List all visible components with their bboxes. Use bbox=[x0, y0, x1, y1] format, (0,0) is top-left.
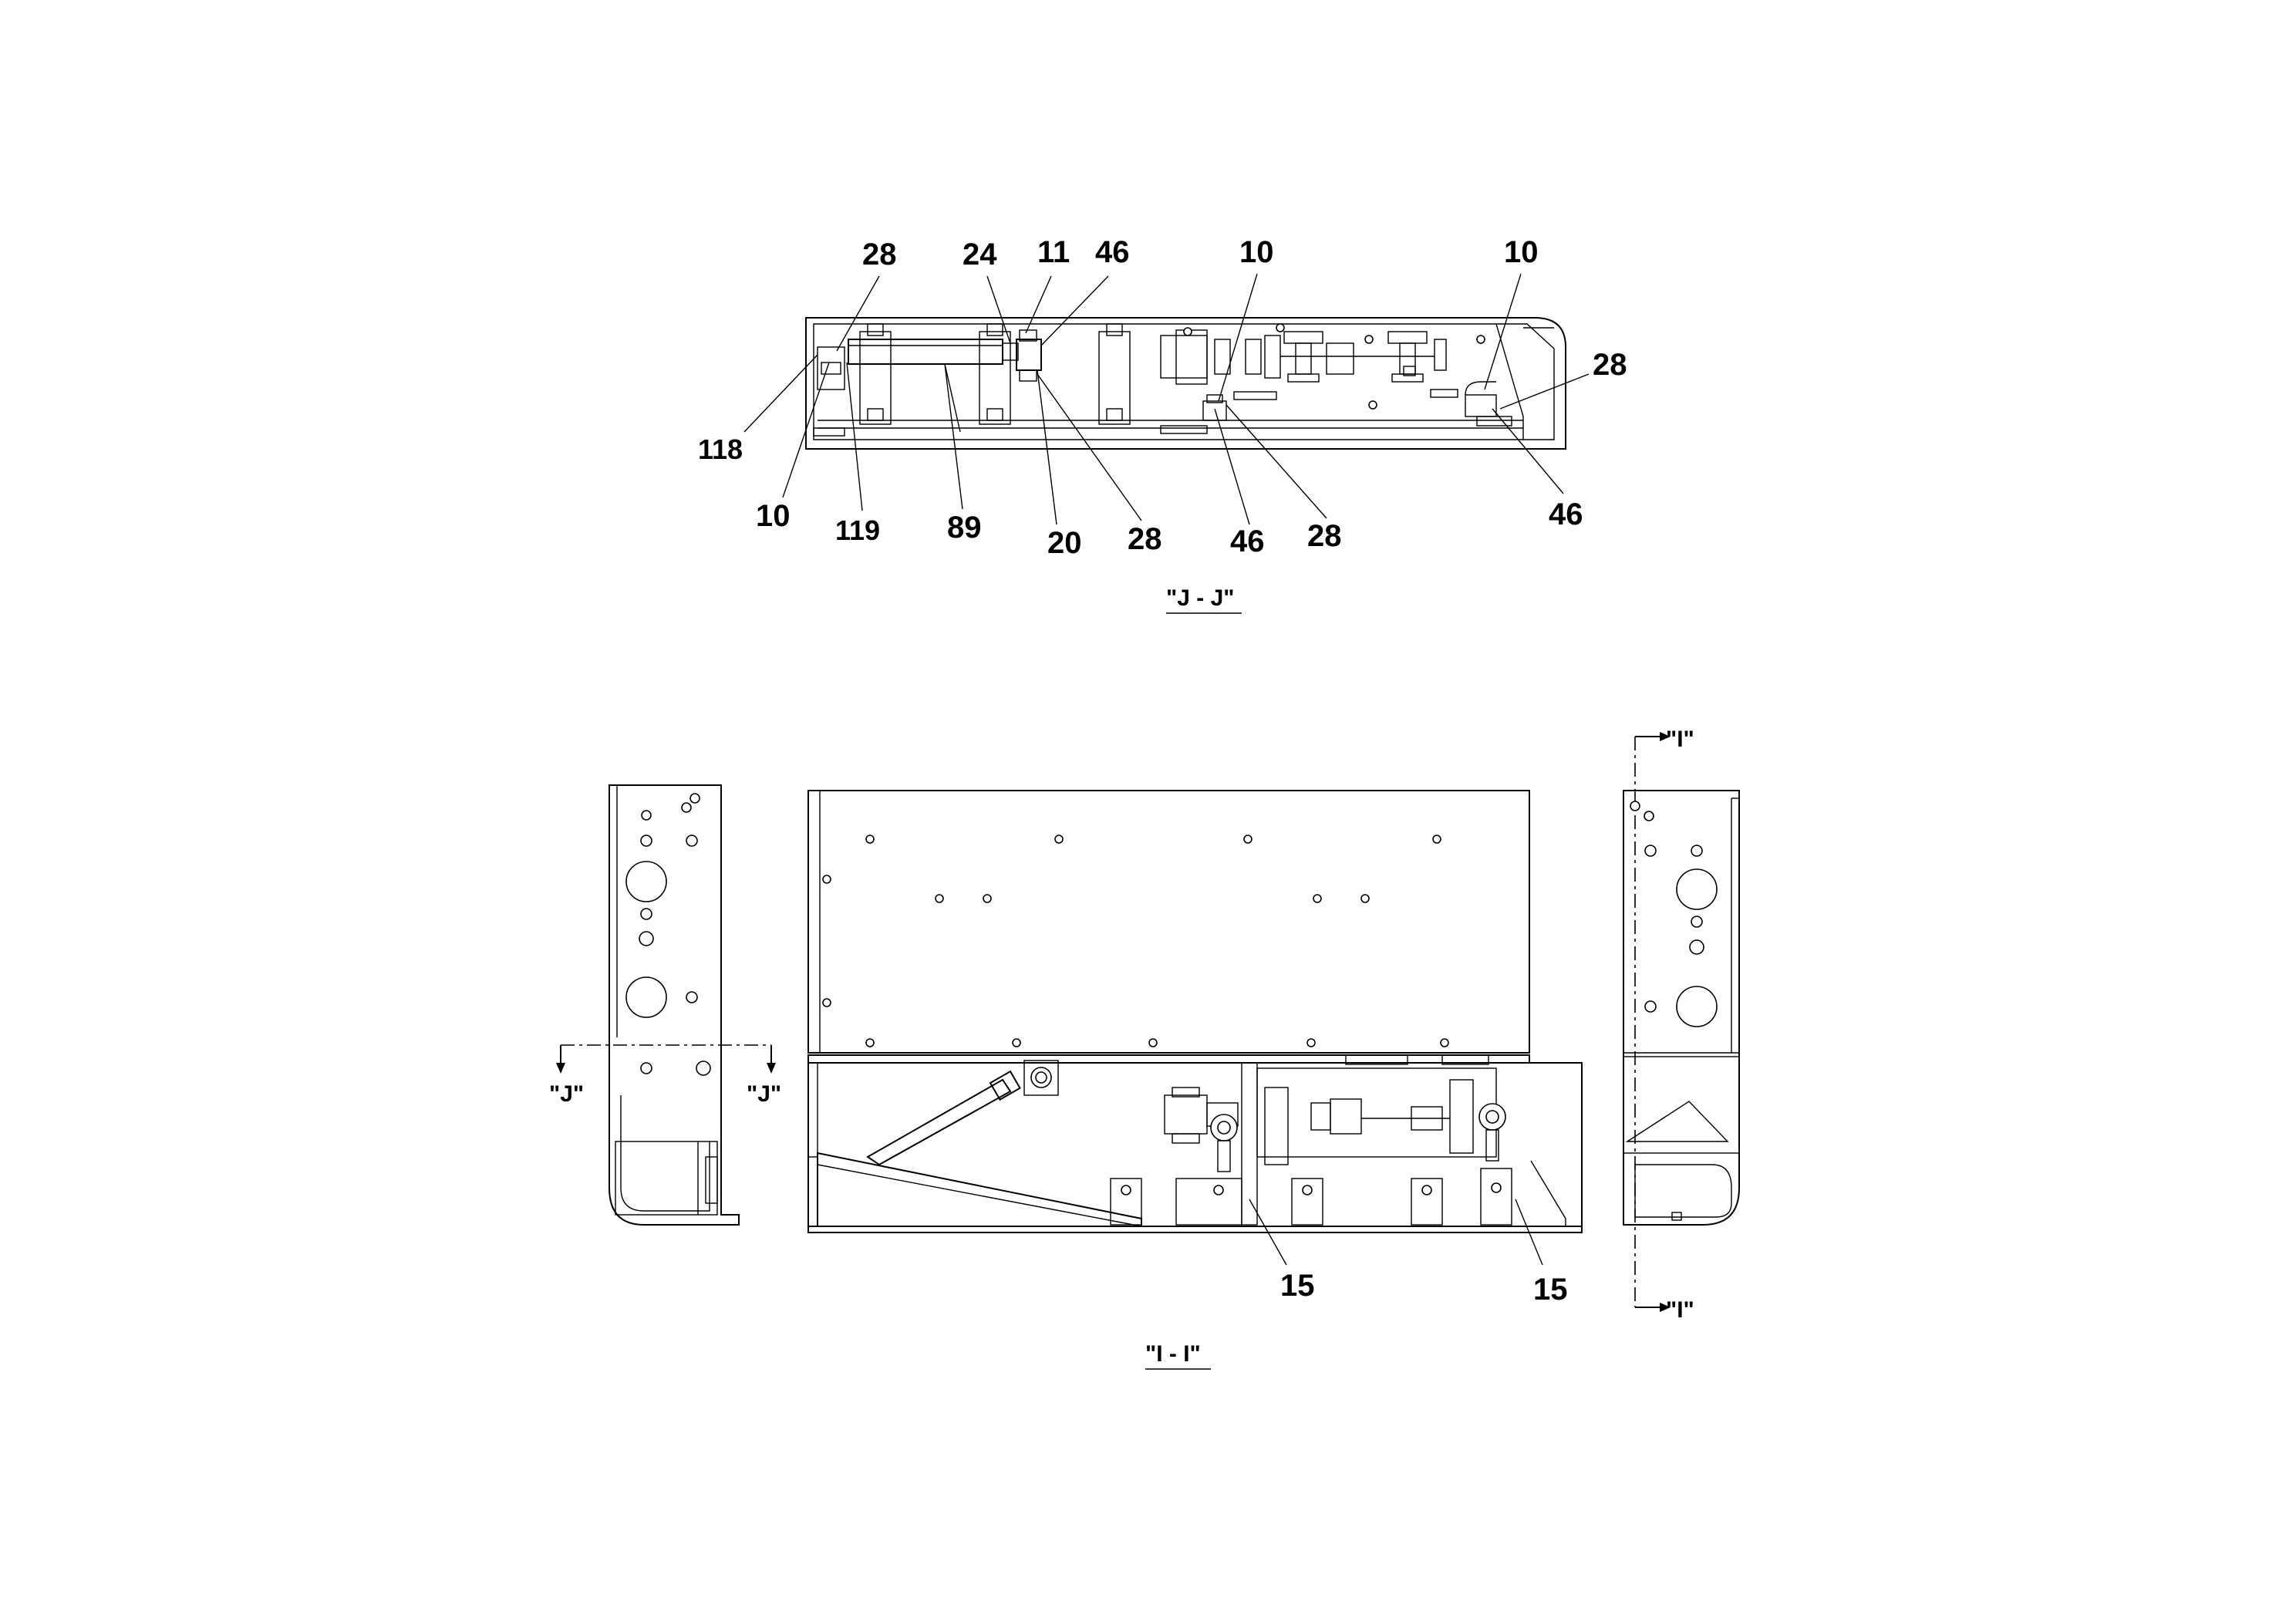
callout-20: 20 bbox=[1047, 526, 1082, 560]
callout-15-b: 15 bbox=[1533, 1273, 1568, 1307]
callout-15-a: 15 bbox=[1280, 1269, 1315, 1303]
bracket-1 bbox=[859, 323, 892, 425]
callout-28-c: 28 bbox=[1128, 522, 1162, 556]
callout-10-b: 10 bbox=[1504, 235, 1539, 269]
callout-119: 119 bbox=[835, 514, 880, 546]
callout-10-c: 10 bbox=[756, 499, 791, 533]
view-jj-leaders bbox=[743, 273, 1590, 525]
lower-bracket-2 bbox=[1175, 1178, 1242, 1226]
view-ii-callouts: 15 15 bbox=[1249, 1199, 1568, 1307]
bracket-3 bbox=[1098, 323, 1131, 425]
callout-24: 24 bbox=[963, 238, 997, 271]
bracket-2 bbox=[979, 323, 1011, 425]
lower-bracket-1 bbox=[1110, 1178, 1142, 1226]
view-jj-title: "J - J" bbox=[1166, 585, 1234, 611]
view-jj-drawing bbox=[805, 317, 1566, 450]
section-marker-j-right: "J" bbox=[747, 1081, 781, 1107]
callout-10-a: 10 bbox=[1239, 235, 1274, 269]
lower-bracket-5 bbox=[1480, 1168, 1512, 1226]
view-ii-drawing bbox=[807, 790, 1583, 1233]
section-marker-i-bottom: "I" bbox=[1666, 1297, 1694, 1323]
section-marker-j-left: "J" bbox=[549, 1081, 584, 1107]
callout-28-d: 28 bbox=[1307, 519, 1342, 553]
callout-28-a: 28 bbox=[862, 238, 897, 271]
lower-bracket-4 bbox=[1411, 1178, 1443, 1226]
callout-46-a: 46 bbox=[1095, 235, 1130, 269]
lower-bracket-3 bbox=[1291, 1178, 1323, 1226]
callout-11: 11 bbox=[1037, 235, 1070, 269]
callout-118: 118 bbox=[698, 433, 743, 465]
section-marker-i-top: "I" bbox=[1666, 727, 1694, 752]
callout-46-b: 46 bbox=[1230, 524, 1265, 558]
view-ii-title: "I - I" bbox=[1145, 1341, 1201, 1367]
callout-46-c: 46 bbox=[1549, 497, 1583, 531]
right-side-view: "I" "I" bbox=[1623, 727, 1740, 1323]
left-side-view: "J" "J" bbox=[549, 784, 781, 1226]
callout-28-b: 28 bbox=[1593, 348, 1627, 382]
callout-89: 89 bbox=[947, 511, 982, 545]
view-jj-callouts: 28 24 11 46 10 10 28 118 10 119 89 20 28… bbox=[698, 235, 1627, 560]
